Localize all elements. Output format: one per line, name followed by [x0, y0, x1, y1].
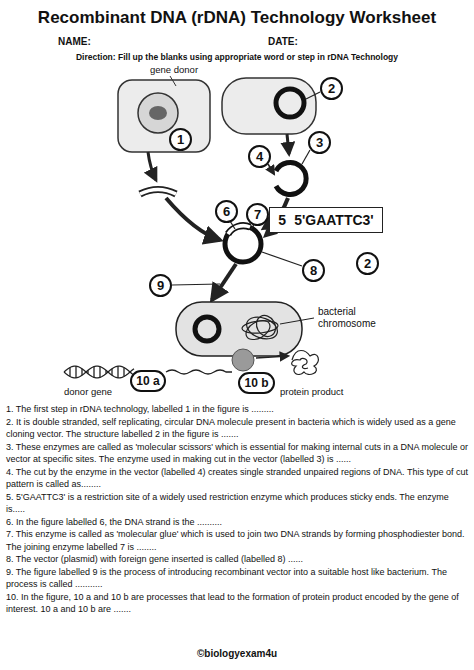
callout-number: 1 — [169, 128, 192, 151]
question-text: 3. These enzymes are called as 'molecula… — [6, 441, 468, 466]
helix-rung — [117, 366, 118, 378]
callout-number: 7 — [254, 207, 261, 222]
callout-number: 9 — [149, 274, 172, 297]
callout-number: 8 — [310, 263, 317, 278]
recombinant-plasmid — [225, 226, 261, 262]
callout-number: 7 — [246, 203, 269, 226]
callout-number: 10 a — [136, 374, 159, 388]
dna-fragment-core — [140, 190, 176, 195]
watermark: ©biologyexam4u — [0, 648, 474, 660]
callout-number: 2 — [364, 256, 371, 271]
question-text: 9. The figure labelled 9 is the process … — [6, 566, 468, 591]
callout-number: 9 — [157, 278, 164, 293]
callout-number: 2 — [356, 252, 379, 275]
question-text: 8. The vector (plasmid) with foreign gen… — [6, 553, 468, 566]
question-list: 1. The first step in rDNA technology, la… — [6, 403, 468, 616]
part-label: bacterial chromosome — [318, 306, 392, 330]
nucleolus — [149, 106, 167, 120]
callout-number: 2 — [320, 77, 343, 100]
nucleus — [138, 93, 178, 133]
process-arrow — [148, 152, 156, 180]
helix-rung — [75, 366, 76, 378]
callout-number: 6 — [223, 204, 230, 219]
inserted-gene — [228, 226, 250, 234]
donor-gene-helix — [64, 366, 134, 378]
leader-line — [306, 92, 320, 99]
process-arrow — [212, 264, 236, 300]
process-arrow — [166, 198, 220, 240]
donor-cell — [118, 80, 210, 152]
question-text: 6. In the figure labelled 6, the DNA str… — [6, 516, 468, 529]
part-label: donor gene — [64, 386, 112, 397]
bacterial-chromosome — [242, 312, 281, 343]
name-field: NAME: — [58, 36, 91, 48]
leader-line — [172, 284, 220, 285]
process-arrow — [256, 356, 288, 358]
leader-line — [262, 252, 302, 266]
helix-strand — [64, 366, 134, 378]
callout-number: 10 b — [244, 376, 268, 390]
helix-rung — [93, 367, 94, 378]
leader-line — [302, 150, 310, 164]
direction-text: Direction: Fill up the blanks using appr… — [0, 52, 474, 62]
callout-number: 2 — [328, 81, 335, 96]
helix-rung — [69, 368, 70, 377]
host-bacterium — [176, 302, 302, 356]
mrna — [166, 370, 232, 374]
question-text: 5. 5'GAATTC3' is a restriction site of a… — [6, 491, 468, 516]
part-label: gene donor — [150, 64, 198, 75]
callout-number: 3 — [316, 135, 323, 150]
dna-fragment — [140, 190, 176, 195]
callout-number: 10 a — [130, 370, 166, 392]
recombinant-plasmid-in-host — [195, 317, 219, 341]
ribosome — [232, 349, 254, 371]
leader-arrow — [268, 164, 274, 174]
callout-number: 10 b — [238, 372, 275, 394]
protein-product — [292, 351, 319, 375]
bacterium — [222, 78, 316, 134]
question-text: 7. This enzyme is called as 'molecular g… — [6, 528, 468, 553]
callout-number: 6 — [215, 200, 238, 223]
process-arrow — [287, 134, 289, 154]
question-text: 1. The first step in rDNA technology, la… — [6, 403, 468, 416]
restriction-site-box: 5 5'GAATTC3' — [269, 207, 383, 233]
callout-number: 5 — [278, 212, 286, 228]
date-field: DATE: — [268, 36, 298, 48]
question-text: 4. The cut by the enzyme in the vector (… — [6, 466, 468, 491]
plasmid — [276, 89, 304, 117]
callout-number: 4 — [256, 149, 263, 164]
callout-number: 8 — [302, 259, 325, 282]
helix-rung — [123, 368, 124, 377]
restriction-site-text: 5'GAATTC3' — [294, 212, 374, 228]
cut-plasmid — [276, 162, 306, 194]
question-text: 10. In the figure, 10 a and 10 b are pro… — [6, 591, 468, 616]
part-label: protein product — [280, 386, 343, 397]
callout-number: 4 — [248, 145, 271, 168]
leader-line — [170, 76, 176, 86]
callout-number: 3 — [308, 131, 331, 154]
callout-number: 1 — [177, 132, 184, 147]
question-text: 2. It is double stranded, self replicati… — [6, 416, 468, 441]
helix-rung — [99, 367, 100, 378]
worksheet-title: Recombinant DNA (rDNA) Technology Worksh… — [0, 8, 474, 28]
inserted-gene-core — [228, 226, 250, 234]
leader-line — [230, 221, 235, 229]
helix-strand — [64, 366, 134, 378]
leader-line — [280, 318, 314, 324]
